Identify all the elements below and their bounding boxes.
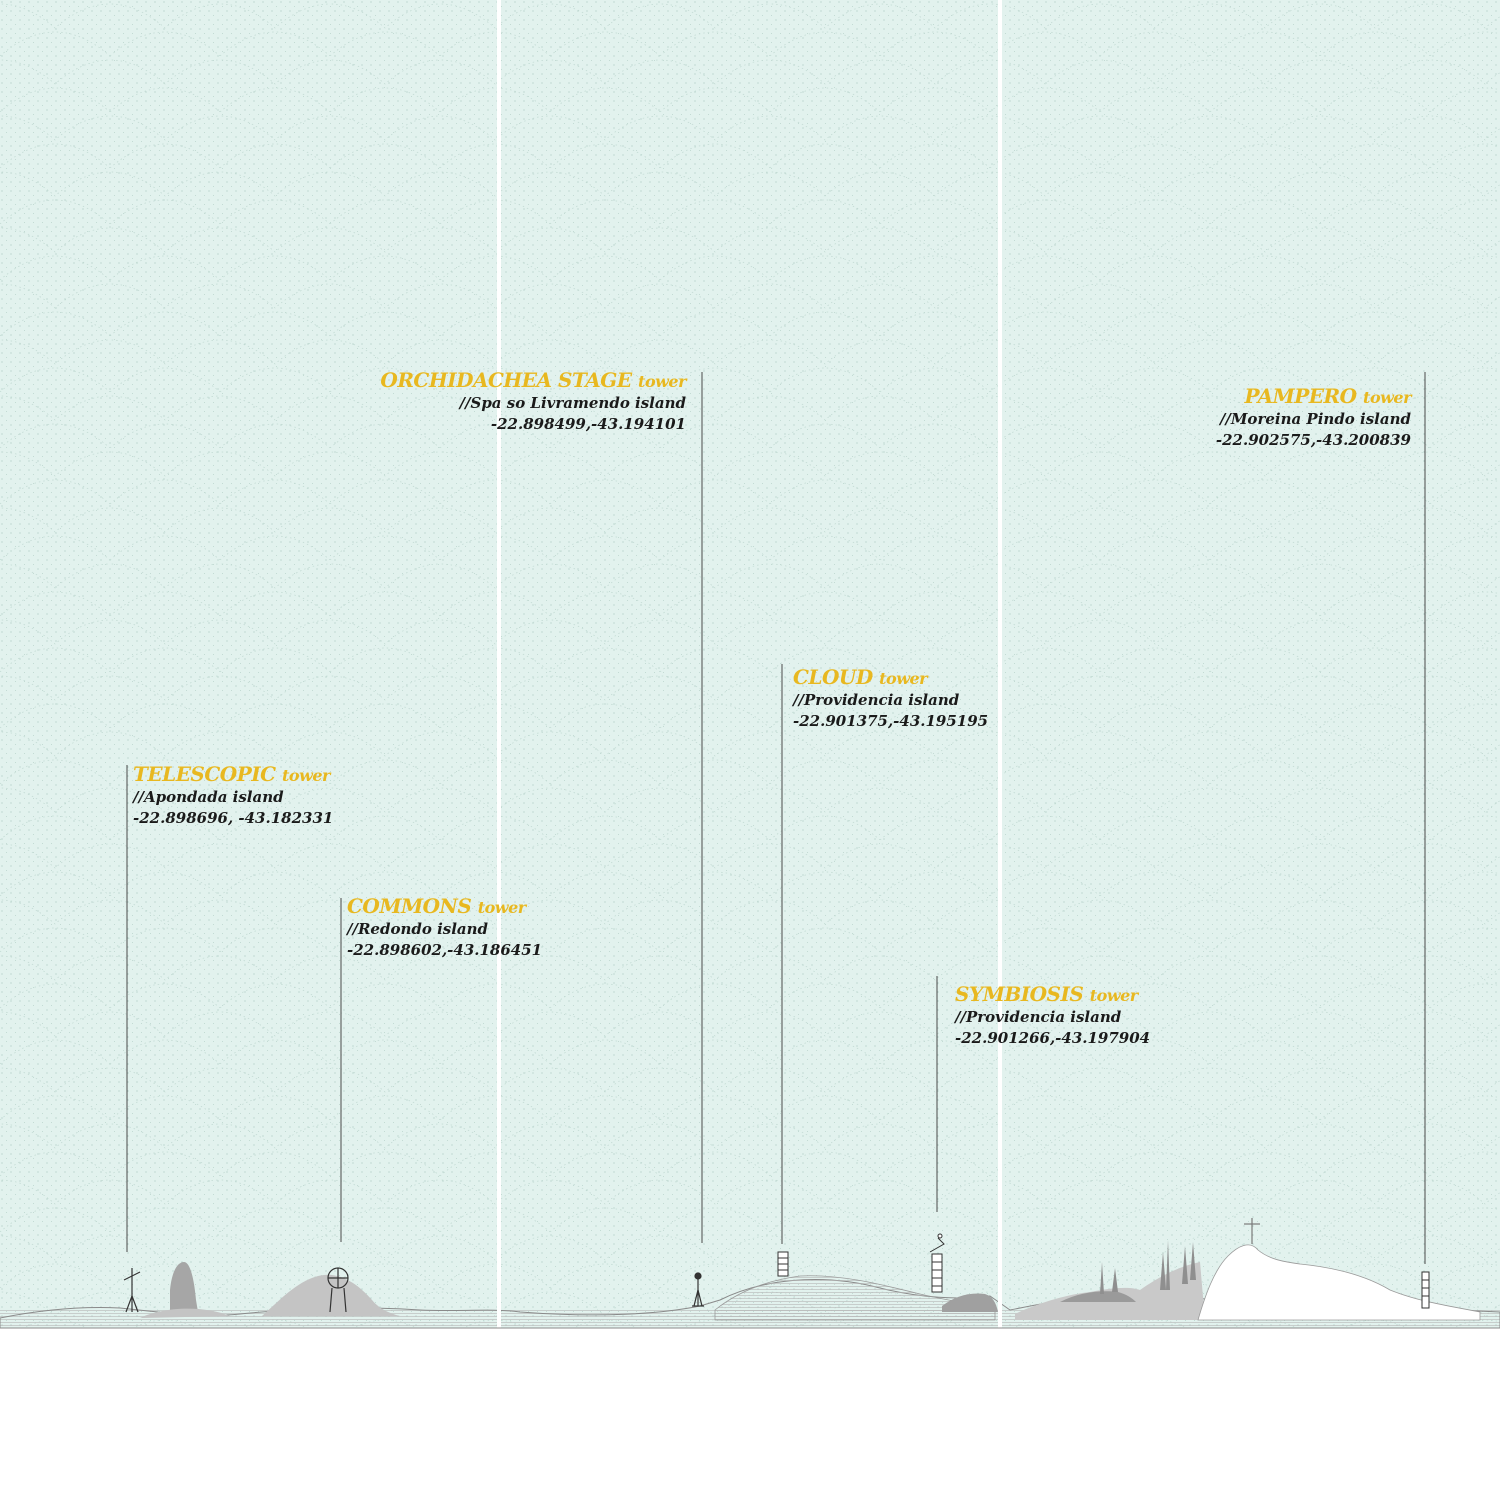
orchidachea-island-name: //Spa so Livramendo island (459, 394, 686, 412)
island-providencia-dark (942, 1293, 998, 1312)
commons-tower-title: COMMONS tower (347, 894, 526, 918)
pampero-tower-marker (1421, 372, 1430, 1309)
island-moreina-pindo-dark (1060, 1291, 1136, 1302)
symbiosis-tower-marker (929, 976, 945, 1293)
orchidachea-tower-marker (692, 372, 704, 1307)
christ-statue-icon (1244, 1218, 1260, 1244)
telescopic-tower-title: TELESCOPIC tower (133, 762, 330, 786)
island-moreina-pindo-grey (1015, 1262, 1205, 1320)
cloud-tower-marker (777, 664, 789, 1277)
orchidachea-tower-label: ORCHIDACHEA STAGE tower //Spa so Livrame… (380, 370, 686, 432)
city-spires (1100, 1240, 1196, 1294)
terrain (0, 1218, 1500, 1329)
pampero-island-name: //Moreina Pindo island (1219, 410, 1411, 428)
telescopic-tower-icon (123, 1268, 141, 1313)
cloud-tower-label: CLOUD tower //Providencia island -22.901… (793, 667, 988, 729)
cloud-coordinates: -22.901375,-43.195195 (793, 712, 989, 730)
pampero-tower-label: PAMPERO tower //Moreina Pindo island -22… (1215, 384, 1412, 449)
pampero-tower-icon (1421, 1271, 1430, 1309)
cloud-tower-icon (777, 1251, 789, 1277)
symbiosis-tower-label: SYMBIOSIS tower //Providencia island -22… (955, 984, 1150, 1046)
commons-tower-icon (327, 1267, 349, 1313)
telescopic-tower-label: TELESCOPIC tower //Apondada island -22.8… (133, 764, 333, 826)
island-apondada-rock (170, 1262, 198, 1312)
commons-coordinates: -22.898602,-43.186451 (347, 941, 543, 959)
telescopic-coordinates: -22.898696, -43.182331 (133, 809, 334, 827)
commons-island-name: //Redondo island (347, 920, 489, 938)
cloud-tower-title: CLOUD tower (793, 665, 928, 689)
telescopic-island-name: //Apondada island (133, 788, 284, 806)
symbiosis-island-name: //Providencia island (955, 1008, 1122, 1026)
commons-tower-label: COMMONS tower //Redondo island -22.89860… (347, 896, 542, 958)
island-apondada-shore (140, 1308, 230, 1318)
panel-divider-2 (998, 0, 1002, 1330)
sky-scale-texture (0, 0, 1500, 1328)
orchidachea-tower-icon (692, 1272, 704, 1307)
symbiosis-coordinates: -22.901266,-43.197904 (955, 1029, 1151, 1047)
symbiosis-tower-title: SYMBIOSIS tower (955, 982, 1138, 1006)
commons-tower-marker (327, 898, 349, 1313)
telescopic-tower-marker (123, 765, 141, 1313)
cloud-island-name: //Providencia island (793, 691, 960, 709)
pampero-tower-title: PAMPERO tower (1244, 384, 1412, 408)
orchidachea-tower-title: ORCHIDACHEA STAGE tower (380, 368, 686, 392)
symbiosis-tower-icon (929, 1233, 945, 1293)
pampero-coordinates: -22.902575,-43.200839 (1215, 431, 1411, 449)
orchidachea-coordinates: -22.898499,-43.194101 (490, 415, 686, 433)
panel-divider-1 (497, 0, 501, 1330)
